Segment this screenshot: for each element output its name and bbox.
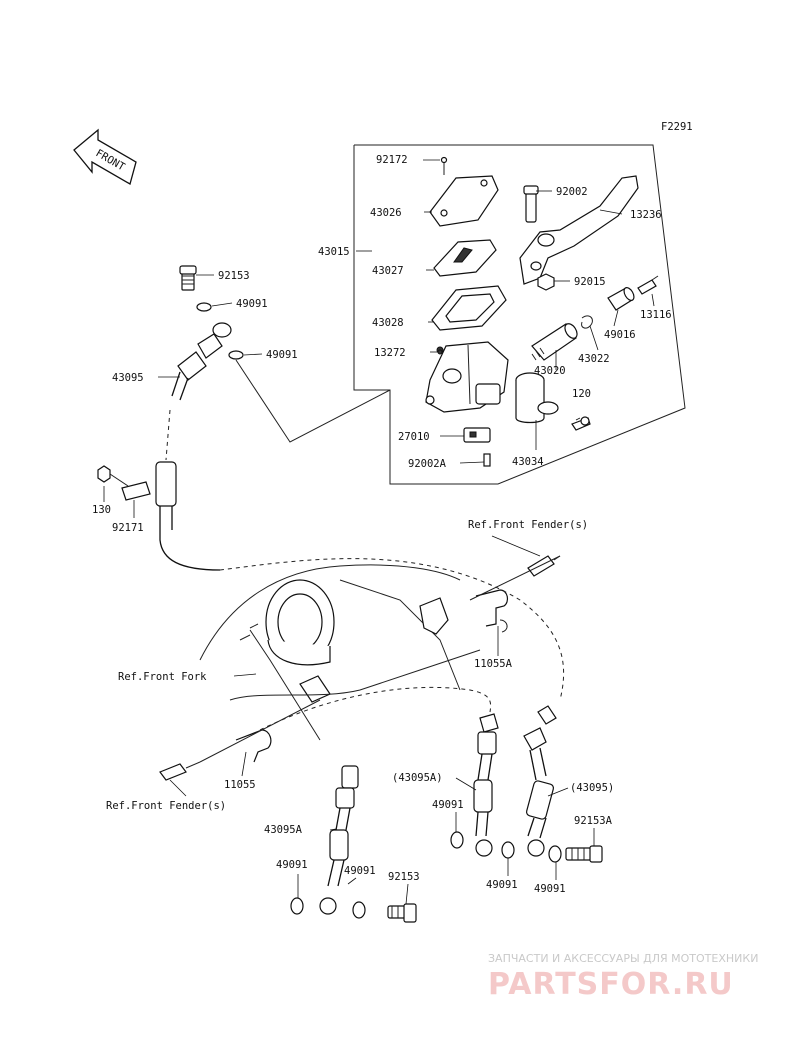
label-49091-c: 49091: [432, 799, 464, 811]
cap-screw-92172: [423, 156, 448, 175]
switch-27010: [463, 427, 491, 443]
label-92172: 92172: [376, 154, 408, 166]
front-fork: [199, 564, 481, 741]
bolt-130: [97, 465, 129, 487]
boot-49016: [607, 287, 635, 311]
label-130: 130: [92, 504, 111, 516]
figure-code: F2291: [661, 121, 693, 133]
label-ref-front-fork: Ref.Front Fork: [118, 671, 207, 683]
hose-43095A-left: [319, 765, 359, 915]
label-43034: 43034: [512, 456, 544, 468]
label-92002A: 92002A: [408, 458, 447, 470]
label-92015: 92015: [574, 276, 606, 288]
assembly-box-43015: [353, 144, 686, 485]
label-43020: 43020: [534, 365, 566, 377]
switch-13116: [637, 275, 659, 295]
label-49016: 49016: [604, 329, 636, 341]
diaphragm-43028: [431, 285, 507, 331]
washer-49091-d: [501, 841, 515, 859]
fender-bolt-bottom: [159, 761, 201, 781]
fender-bolt-top: [527, 555, 561, 577]
label-49091-a: 49091: [236, 298, 268, 310]
washer-49091-b: [228, 350, 244, 360]
screw-92002A: [483, 453, 491, 467]
watermark-subtitle: ЗАПЧАСТИ И АКСЕССУАРЫ ДЛЯ МОТОТЕХНИКИ: [488, 952, 758, 965]
washer-49091-g: [352, 901, 366, 919]
label-13116: 13116: [640, 309, 672, 321]
washer-49091-a: [196, 302, 212, 312]
label-49091-d: 49091: [486, 879, 518, 891]
washer-49091-f: [290, 897, 304, 915]
clip-43022: [581, 315, 593, 329]
label-11055A: 11055A: [474, 658, 513, 670]
label-92171: 92171: [112, 522, 144, 534]
label-43022: 43022: [578, 353, 610, 365]
bracket-92171: [121, 481, 151, 501]
screw-13272: [437, 349, 443, 355]
bolt-120: [571, 416, 591, 431]
label-49091-e: 49091: [534, 883, 566, 895]
label-ref-front-fender-top: Ref.Front Fender(s): [468, 519, 588, 531]
reservoir-cap-43026: [429, 175, 499, 227]
piston-43020: [531, 323, 578, 361]
diaphragm-plate-43027: [433, 239, 497, 277]
label-27010: 27010: [398, 431, 430, 443]
holder-43034: [515, 372, 559, 424]
label-11055: 11055: [224, 779, 256, 791]
hose-43095-right: [523, 705, 557, 857]
master-cylinder-body: [425, 341, 509, 413]
label-13236: 13236: [630, 209, 662, 221]
nut-92015: [537, 273, 555, 291]
banjo-bolt-92153-bottom: [387, 903, 417, 923]
pivot-bolt-92002: [523, 185, 539, 223]
label-49091-f: 49091: [276, 859, 308, 871]
label-92002: 92002: [556, 186, 588, 198]
label-43027: 43027: [372, 265, 404, 277]
front-arrow-icon: FRONT: [73, 128, 137, 185]
label-43015: 43015: [318, 246, 350, 258]
label-43095-open: (43095): [570, 782, 614, 794]
label-ref-front-fender-bottom: Ref.Front Fender(s): [106, 800, 226, 812]
leader-lines: [103, 190, 655, 905]
hose-43095: [155, 322, 232, 571]
label-13272: 13272: [374, 347, 406, 359]
clamp-11055A: [475, 589, 509, 633]
label-92153-top: 92153: [218, 270, 250, 282]
label-92153A: 92153A: [574, 815, 613, 827]
washer-49091-c: [450, 831, 464, 849]
label-120: 120: [572, 388, 591, 400]
banjo-bolt-92153-top: [179, 265, 197, 291]
label-43028: 43028: [372, 317, 404, 329]
label-49091-g: 49091: [344, 865, 376, 877]
label-43095A: 43095A: [264, 824, 303, 836]
label-92153-bottom: 92153: [388, 871, 420, 883]
watermark-logo: PARTSFOR.RU: [488, 967, 734, 1002]
banjo-bolt-92153A: [565, 845, 603, 863]
label-43026: 43026: [370, 207, 402, 219]
washer-49091-e: [548, 845, 562, 863]
label-43095A-open: (43095A): [392, 772, 443, 784]
label-49091-b: 49091: [266, 349, 298, 361]
hose-43095A-middle: [473, 713, 499, 857]
label-43095: 43095: [112, 372, 144, 384]
